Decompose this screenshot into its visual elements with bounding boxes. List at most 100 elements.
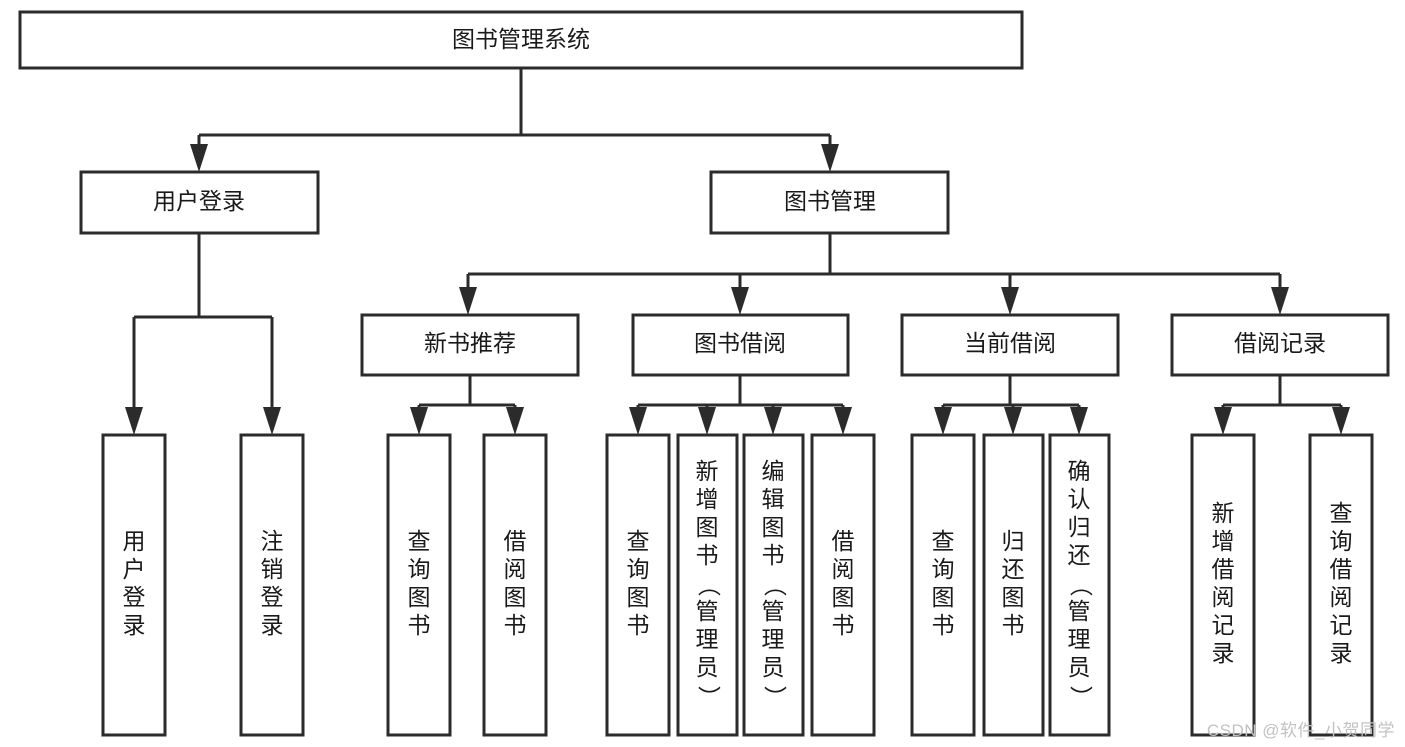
arrowhead-leaf-borrow-book-b (834, 407, 852, 435)
node-leaf-edit-book-box[interactable] (742, 433, 805, 737)
node-leaf-query-record-box[interactable] (1308, 433, 1374, 737)
svg-text:图: 图 (762, 514, 785, 540)
arrowhead-book-borrow (731, 287, 749, 315)
node-user-login-label: 用户登录 (153, 188, 245, 214)
svg-text:图: 图 (696, 514, 719, 540)
svg-text:查: 查 (408, 528, 431, 554)
node-root-box[interactable] (18, 10, 1024, 70)
svg-text:增: 增 (1212, 528, 1235, 554)
svg-text:理: 理 (1068, 626, 1091, 652)
svg-text:）: ） (696, 686, 722, 709)
node-book-mgmt-box[interactable] (709, 170, 950, 235)
svg-text:员: 员 (1068, 654, 1091, 680)
arrowhead-leaf-logout (263, 407, 281, 435)
svg-text:借: 借 (504, 528, 527, 554)
node-new-book-rec-box[interactable] (360, 313, 580, 377)
svg-text:增: 增 (696, 486, 719, 512)
node-book-borrow[interactable]: 图书借阅 (631, 313, 850, 377)
svg-text:图: 图 (408, 584, 431, 610)
svg-text:查: 查 (627, 528, 650, 554)
node-leaf-return-book-box[interactable] (982, 433, 1045, 737)
svg-text:录: 录 (123, 612, 146, 638)
node-leaf-query-book-a-box[interactable] (386, 433, 452, 737)
svg-text:询: 询 (408, 556, 431, 582)
arrowhead-leaf-query-record (1332, 407, 1350, 435)
svg-text:）: ） (762, 686, 788, 709)
svg-text:录: 录 (261, 612, 284, 638)
node-leaf-query-book-b-box[interactable] (605, 433, 671, 737)
arrowhead-leaf-query-book-a (410, 407, 428, 435)
node-root-label: 图书管理系统 (452, 26, 590, 52)
svg-text:图: 图 (1002, 584, 1025, 610)
svg-text:图: 图 (504, 584, 527, 610)
node-current-borrow-box[interactable] (900, 313, 1120, 377)
node-user-login[interactable]: 用户登录 (79, 170, 320, 235)
node-leaf-borrow-book-b-box[interactable] (810, 433, 876, 737)
svg-text:书: 书 (627, 612, 650, 638)
svg-text:书: 书 (832, 612, 855, 638)
svg-text:询: 询 (627, 556, 650, 582)
node-leaf-borrow-book-a-box[interactable] (482, 433, 548, 737)
node-leaf-add-book-box[interactable] (676, 433, 739, 737)
node-leaf-add-record-box[interactable] (1190, 433, 1256, 737)
svg-text:还: 还 (1002, 556, 1025, 582)
svg-text:阅: 阅 (1330, 584, 1353, 610)
node-book-borrow-box[interactable] (631, 313, 850, 377)
svg-text:登: 登 (261, 584, 284, 610)
node-leaf-user-login-box[interactable] (101, 433, 167, 737)
node-borrow-record[interactable]: 借阅记录 (1170, 313, 1390, 377)
node-borrow-record-label: 借阅记录 (1234, 330, 1326, 356)
node-root[interactable]: 图书管理系统 (18, 10, 1024, 70)
node-leaf-logout-box[interactable] (239, 433, 305, 737)
node-current-borrow[interactable]: 当前借阅 (900, 313, 1120, 377)
node-borrow-record-box[interactable] (1170, 313, 1390, 377)
svg-text:查: 查 (1330, 500, 1353, 526)
svg-text:记: 记 (1212, 612, 1235, 638)
node-book-mgmt-label: 图书管理 (784, 188, 876, 214)
svg-text:书: 书 (762, 542, 785, 568)
svg-text:销: 销 (261, 556, 284, 582)
svg-text:管: 管 (762, 598, 785, 624)
svg-text:登: 登 (123, 584, 146, 610)
arrowhead-leaf-borrow-book-a (506, 407, 524, 435)
svg-text:辑: 辑 (762, 486, 785, 512)
node-leaf-user-login-label: 用户登录 (123, 528, 146, 638)
node-leaf-query-book-c-box[interactable] (910, 433, 976, 737)
svg-text:阅: 阅 (832, 556, 855, 582)
node-leaf-confirm-return-box[interactable] (1048, 433, 1111, 737)
svg-text:（: （ (762, 574, 788, 597)
svg-text:书: 书 (932, 612, 955, 638)
arrowhead-book-mgmt (821, 144, 839, 172)
svg-text:归: 归 (1002, 528, 1025, 554)
svg-text:编: 编 (762, 458, 785, 484)
node-user-login-box[interactable] (79, 170, 320, 235)
node-new-book-rec[interactable]: 新书推荐 (360, 313, 580, 377)
svg-text:员: 员 (762, 654, 785, 680)
node-leaf-user-login[interactable]: 用户登录 (101, 433, 167, 737)
svg-text:阅: 阅 (504, 556, 527, 582)
arrowhead-leaf-add-record (1214, 407, 1232, 435)
svg-text:注: 注 (261, 528, 284, 554)
svg-text:记: 记 (1330, 612, 1353, 638)
node-book-mgmt[interactable]: 图书管理 (709, 170, 950, 235)
svg-text:认: 认 (1068, 486, 1091, 512)
